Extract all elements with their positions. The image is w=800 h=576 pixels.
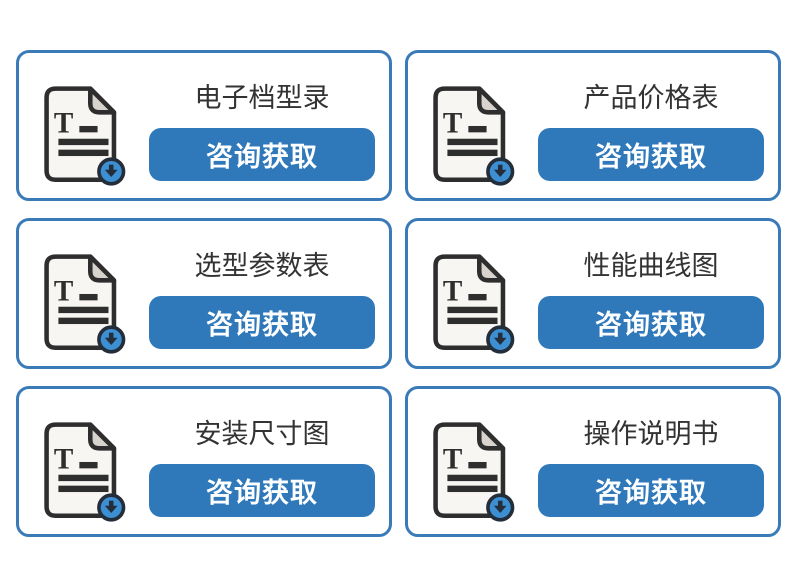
document-download-icon: [428, 421, 516, 523]
document-download-icon: [428, 85, 516, 187]
consult-button[interactable]: 咨询获取: [538, 463, 764, 517]
card-content: 产品价格表 咨询获取: [538, 82, 764, 181]
consult-button[interactable]: 咨询获取: [149, 127, 375, 181]
consult-button[interactable]: 咨询获取: [149, 463, 375, 517]
card-content: 电子档型录 咨询获取: [149, 82, 375, 181]
consult-button[interactable]: 咨询获取: [538, 295, 764, 349]
card-price-list: 产品价格表 咨询获取: [405, 50, 781, 201]
document-download-icon: [39, 85, 127, 187]
card-performance-curve: 性能曲线图 咨询获取: [405, 218, 781, 369]
card-electronic-catalog: 电子档型录 咨询获取: [16, 50, 392, 201]
card-content: 性能曲线图 咨询获取: [538, 250, 764, 349]
card-title: 产品价格表: [583, 82, 719, 113]
card-selection-parameters: 选型参数表 咨询获取: [16, 218, 392, 369]
card-operation-manual: 操作说明书 咨询获取: [405, 386, 781, 537]
document-download-icon: [428, 253, 516, 355]
card-title: 安装尺寸图: [194, 418, 330, 449]
document-download-icon: [39, 253, 127, 355]
card-content: 操作说明书 咨询获取: [538, 418, 764, 517]
document-download-icon: [39, 421, 127, 523]
download-card-grid: 电子档型录 咨询获取 产品价格表 咨询获取 选型参数表 咨询获取 性能曲线图 咨…: [16, 50, 781, 537]
consult-button[interactable]: 咨询获取: [149, 295, 375, 349]
card-title: 选型参数表: [194, 250, 330, 281]
card-title: 操作说明书: [583, 418, 719, 449]
consult-button[interactable]: 咨询获取: [538, 127, 764, 181]
card-content: 安装尺寸图 咨询获取: [149, 418, 375, 517]
card-title: 性能曲线图: [583, 250, 719, 281]
card-content: 选型参数表 咨询获取: [149, 250, 375, 349]
card-installation-dimensions: 安装尺寸图 咨询获取: [16, 386, 392, 537]
card-title: 电子档型录: [194, 82, 330, 113]
